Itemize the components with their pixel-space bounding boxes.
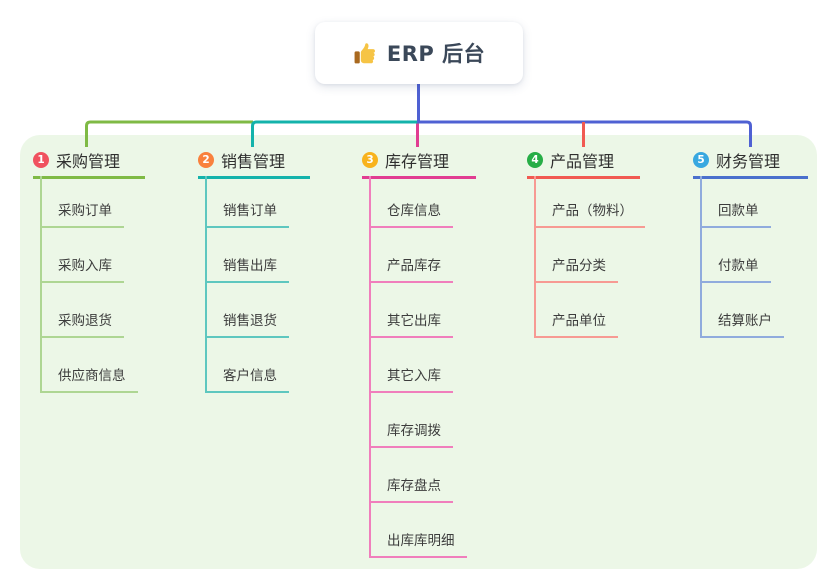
mindmap-panel xyxy=(20,135,817,569)
child-row: 付款单 xyxy=(700,228,771,283)
branch-label: 采购管理 xyxy=(56,152,121,171)
child-node[interactable]: 库存调拨 xyxy=(369,419,453,448)
child-node[interactable]: 销售退货 xyxy=(205,309,289,338)
child-node[interactable]: 产品（物料） xyxy=(534,199,645,228)
branch-badge: 4 xyxy=(527,152,543,168)
thumbs-up-icon xyxy=(354,42,375,63)
child-node[interactable]: 产品分类 xyxy=(534,254,618,283)
child-node[interactable]: 回款单 xyxy=(700,199,771,228)
branch-rail xyxy=(205,176,207,393)
branch-rail xyxy=(700,176,702,338)
child-row: 销售订单 xyxy=(205,173,289,228)
branch-children: 产品（物料） 产品分类产品单位 xyxy=(534,173,645,338)
child-node[interactable]: 采购入库 xyxy=(40,254,124,283)
branch-children: 销售订单销售出库销售退货客户信息 xyxy=(205,173,289,393)
root-node[interactable]: ERP 后台 xyxy=(315,22,523,84)
child-row: 其它出库 xyxy=(369,283,453,338)
child-row: 结算账户 xyxy=(700,283,784,338)
child-row: 供应商信息 xyxy=(40,338,138,393)
child-row: 采购退货 xyxy=(40,283,124,338)
branch-children: 回款单付款单结算账户 xyxy=(700,173,784,338)
child-row: 销售出库 xyxy=(205,228,289,283)
branch-node-3[interactable]: 3 库存管理 xyxy=(362,147,476,179)
child-node[interactable]: 结算账户 xyxy=(700,309,784,338)
child-node[interactable]: 产品库存 xyxy=(369,254,453,283)
child-row: 仓库信息 xyxy=(369,173,453,228)
child-node[interactable]: 其它出库 xyxy=(369,309,453,338)
child-row: 客户信息 xyxy=(205,338,289,393)
child-node[interactable]: 其它入库 xyxy=(369,364,453,393)
branch-badge: 3 xyxy=(362,152,378,168)
branch-children: 采购订单采购入库采购退货供应商信息 xyxy=(40,173,138,393)
child-node[interactable]: 销售订单 xyxy=(205,199,289,228)
branch-badge: 1 xyxy=(33,152,49,168)
branch-rail xyxy=(534,176,536,338)
branch-badge: 2 xyxy=(198,152,214,168)
branch-node-2[interactable]: 2 销售管理 xyxy=(198,147,310,179)
child-row: 产品分类 xyxy=(534,228,618,283)
branch-node-1[interactable]: 1 采购管理 xyxy=(33,147,145,179)
child-row: 出库库明细 xyxy=(369,503,467,558)
branch-label: 销售管理 xyxy=(221,152,286,171)
child-row: 产品单位 xyxy=(534,283,618,338)
child-node[interactable]: 供应商信息 xyxy=(40,364,138,393)
branch-label: 财务管理 xyxy=(716,152,781,171)
child-node[interactable]: 销售出库 xyxy=(205,254,289,283)
child-node[interactable]: 采购订单 xyxy=(40,199,124,228)
branch-node-5[interactable]: 5 财务管理 xyxy=(693,147,808,179)
child-row: 库存调拨 xyxy=(369,393,453,448)
child-row: 采购入库 xyxy=(40,228,124,283)
child-row: 产品（物料） xyxy=(534,173,645,228)
child-row: 库存盘点 xyxy=(369,448,453,503)
child-row: 回款单 xyxy=(700,173,771,228)
child-node[interactable]: 采购退货 xyxy=(40,309,124,338)
root-title: ERP 后台 xyxy=(386,42,486,66)
child-node[interactable]: 出库库明细 xyxy=(369,529,467,558)
child-node[interactable]: 付款单 xyxy=(700,254,771,283)
child-node[interactable]: 库存盘点 xyxy=(369,474,453,503)
branch-rail xyxy=(40,176,42,393)
child-row: 产品库存 xyxy=(369,228,453,283)
branch-badge: 5 xyxy=(693,152,709,168)
branch-children: 仓库信息产品库存其它出库其它入库库存调拨库存盘点出库库明细 xyxy=(369,173,467,558)
child-row: 其它入库 xyxy=(369,338,453,393)
child-node[interactable]: 产品单位 xyxy=(534,309,618,338)
child-row: 采购订单 xyxy=(40,173,124,228)
child-node[interactable]: 客户信息 xyxy=(205,364,289,393)
branch-label: 产品管理 xyxy=(550,152,615,171)
branch-rail xyxy=(369,176,371,558)
child-row: 销售退货 xyxy=(205,283,289,338)
child-node[interactable]: 仓库信息 xyxy=(369,199,453,228)
branch-label: 库存管理 xyxy=(385,152,450,171)
branch-node-4[interactable]: 4 产品管理 xyxy=(527,147,640,179)
